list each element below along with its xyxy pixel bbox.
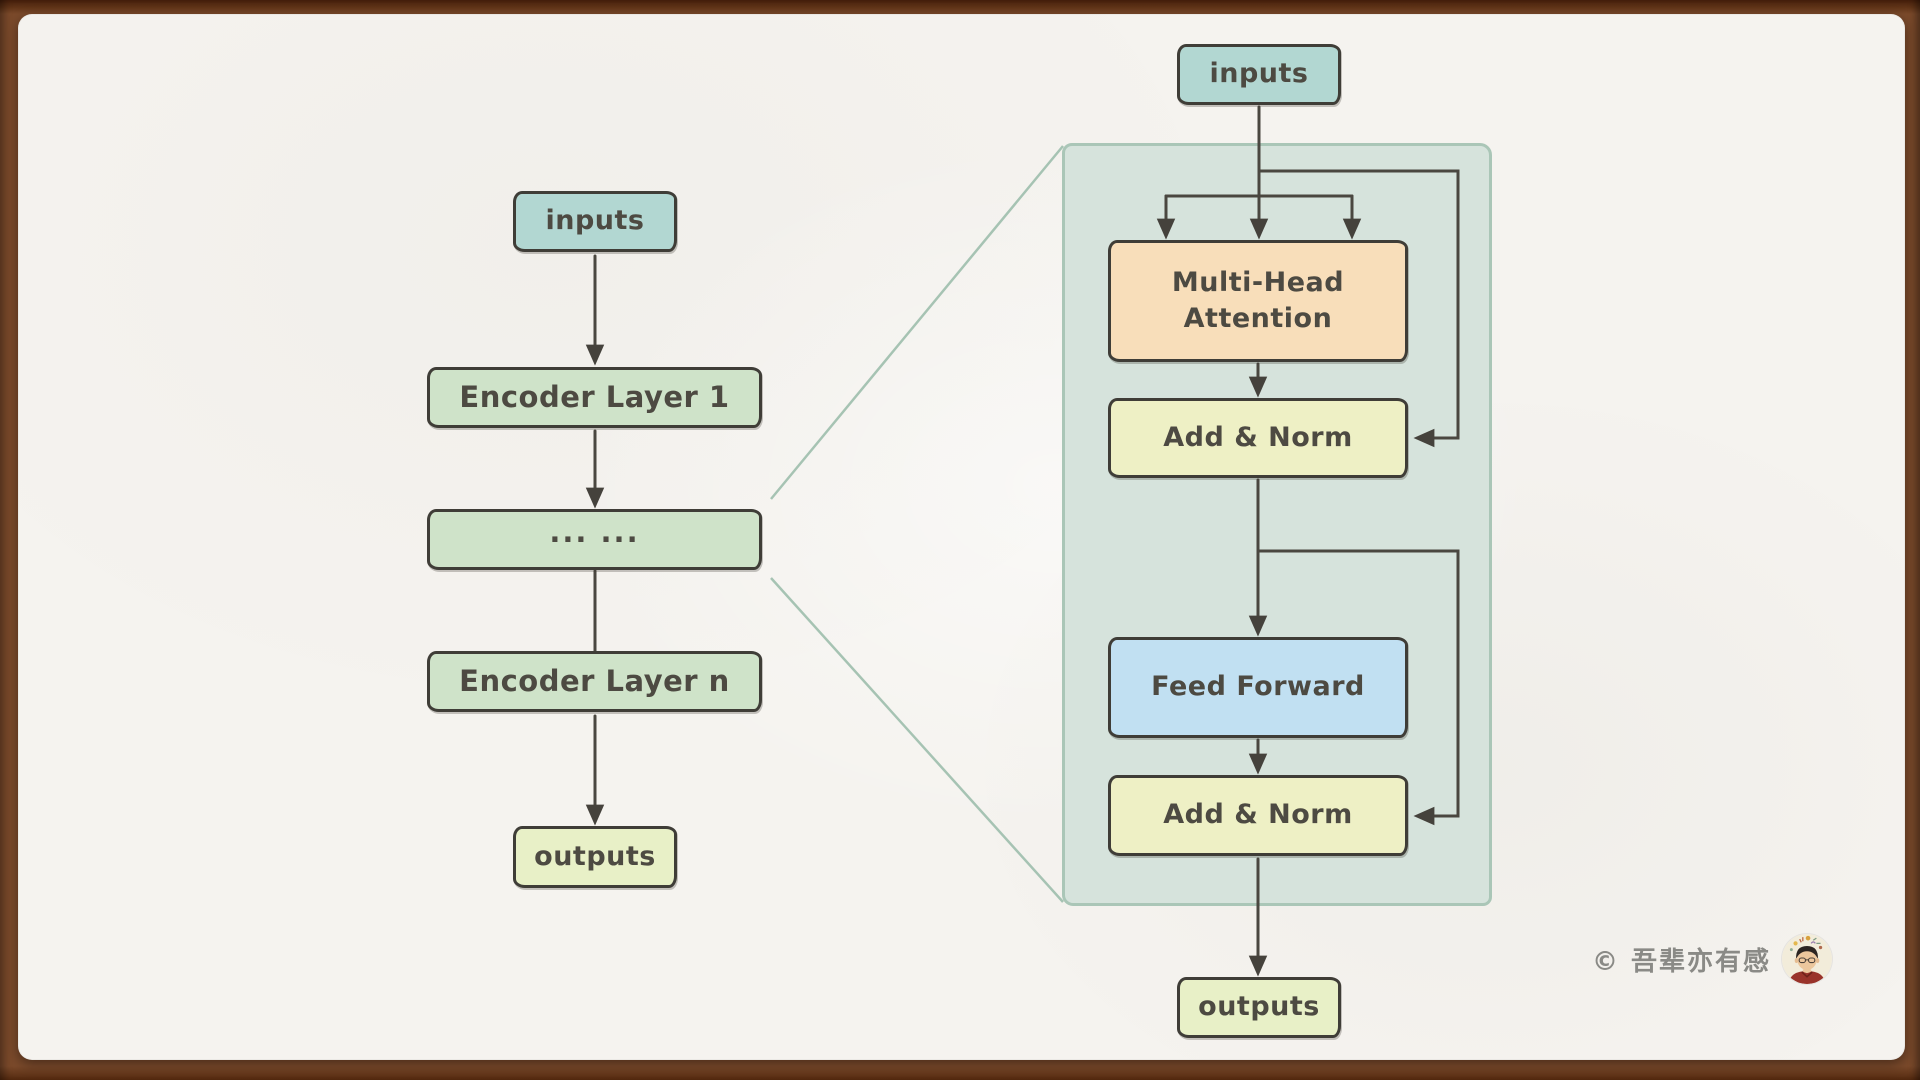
watermark-text: © 吾辈亦有感 <box>1591 946 1771 977</box>
residual-around-feedforward <box>1256 549 1460 826</box>
overview-ellipsis-box: ... ... <box>427 509 762 570</box>
add-norm-bottom-box: Add & Norm <box>1108 775 1408 856</box>
overview-ellipsis-label: ... ... <box>549 514 640 549</box>
author-avatar-icon <box>1782 934 1832 984</box>
feed-forward-box: Feed Forward <box>1108 637 1408 738</box>
multi-head-attention-label: Multi-Head Attention <box>1171 266 1345 334</box>
detail-inputs-label: inputs <box>1209 58 1309 90</box>
overview-inputs-box: inputs <box>513 191 677 252</box>
zoom-connector-lines <box>770 145 1064 903</box>
detail-outputs-label: outputs <box>1198 991 1320 1023</box>
detail-outputs-box: outputs <box>1177 977 1341 1038</box>
overview-encoder-layer-1-label: Encoder Layer 1 <box>459 379 730 414</box>
overview-outputs-box: outputs <box>513 826 677 888</box>
paper-background <box>18 14 1905 1060</box>
overview-encoder-layer-1-box: Encoder Layer 1 <box>427 367 762 428</box>
overview-outputs-label: outputs <box>534 840 656 872</box>
watermark: © 吾辈亦有感 <box>1480 933 1832 985</box>
detail-inputs-box: inputs <box>1177 44 1341 105</box>
multi-head-attention-box: Multi-Head Attention <box>1108 240 1408 362</box>
residual-around-attention <box>1257 169 1460 448</box>
add-norm-bottom-label: Add & Norm <box>1163 799 1353 831</box>
add-norm-top-label: Add & Norm <box>1163 421 1353 453</box>
overview-inputs-label: inputs <box>545 205 645 237</box>
feed-forward-label: Feed Forward <box>1151 671 1365 703</box>
overview-encoder-layer-n-box: Encoder Layer n <box>427 651 762 712</box>
add-norm-top-box: Add & Norm <box>1108 398 1408 478</box>
overview-encoder-layer-n-label: Encoder Layer n <box>459 663 730 698</box>
